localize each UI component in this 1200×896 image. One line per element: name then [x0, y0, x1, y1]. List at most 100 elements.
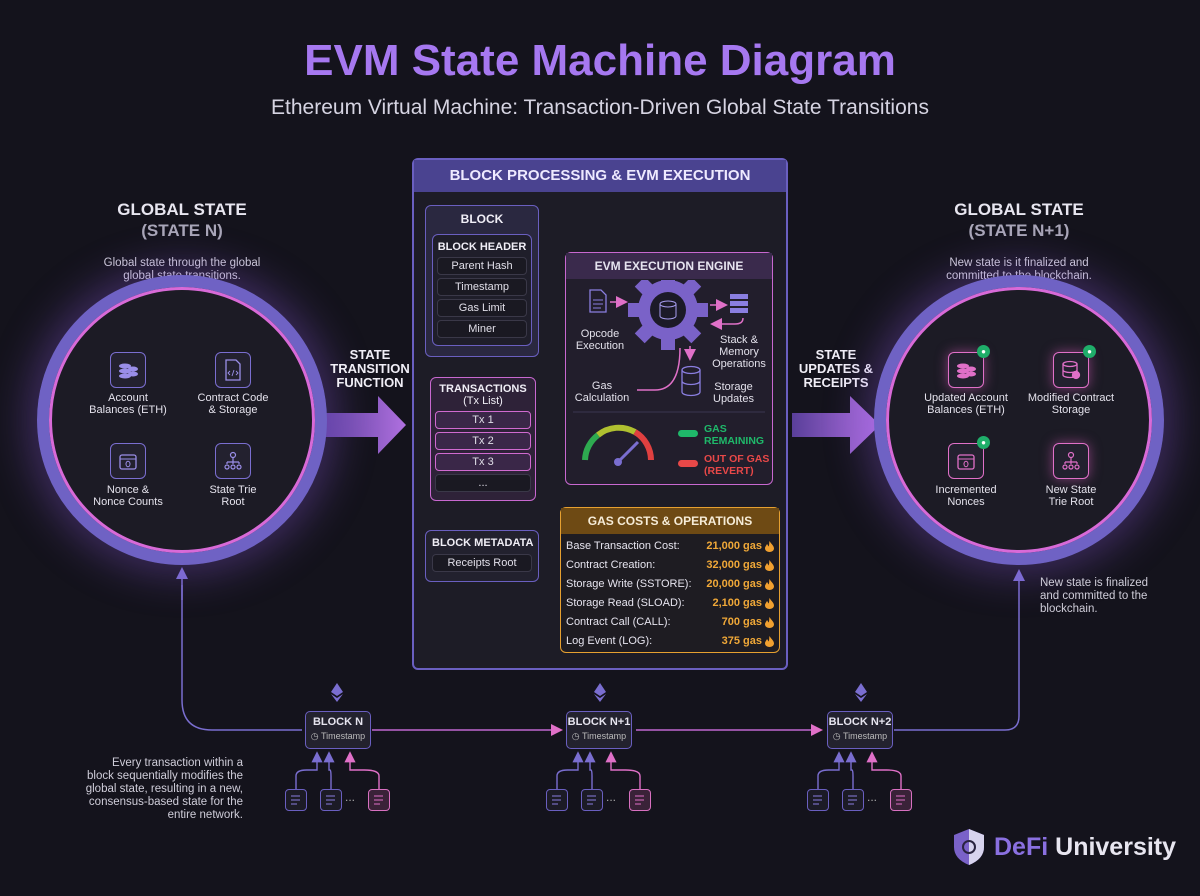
flame-icon	[765, 636, 774, 647]
block-name: BLOCK N+1	[567, 716, 631, 728]
block-timestamp: ◷ Timestamp	[310, 731, 366, 741]
gas-cost-row: Storage Write (SSTORE):20,000 gas	[561, 575, 779, 594]
block-box: BLOCK BLOCK HEADER Parent Hash Timestamp…	[425, 205, 539, 357]
tx-feed-arrow	[295, 751, 323, 789]
contract-icon	[368, 789, 390, 811]
block-timestamp: ◷ Timestamp	[571, 731, 627, 741]
block-timestamp: ◷ Timestamp	[832, 731, 888, 741]
tree-icon	[215, 443, 251, 479]
transfer-icon	[807, 789, 829, 811]
calendar-icon	[110, 443, 146, 479]
brand-name: DeFi University	[994, 833, 1177, 861]
tx-feed-arrow	[556, 751, 584, 789]
operation: Log Event (LOG):	[566, 635, 653, 647]
header-item: Parent Hash	[437, 257, 527, 275]
block-card[interactable]: BLOCK N+1 ◷ Timestamp	[566, 711, 632, 749]
lightbulb-badge-icon: ●	[977, 345, 990, 358]
operation: Base Transaction Cost:	[566, 540, 680, 552]
gas-costs-title: GAS COSTS & OPERATIONS	[561, 508, 779, 534]
block-card[interactable]: BLOCK N ◷ Timestamp	[305, 711, 371, 749]
gas-cost-row: Contract Call (CALL): 700 gas	[561, 613, 779, 632]
tx-feed-arrow	[344, 751, 380, 789]
gas-cost-row: Storage Read (SLOAD):2,100 gas	[561, 594, 779, 613]
block-card[interactable]: BLOCK N+2◷ Timestamp	[827, 711, 893, 749]
gas-cost: 375 gas	[722, 632, 774, 651]
node-label: Contract Code& Storage	[197, 392, 269, 416]
operation: Contract Call (CALL):	[566, 616, 671, 628]
document-icon	[581, 789, 603, 811]
stack-icon	[730, 294, 748, 313]
document-icon	[842, 789, 864, 811]
calendar-icon	[948, 443, 984, 479]
panel-title: BLOCK PROCESSING & EVM EXECUTION	[414, 160, 786, 192]
tx-item[interactable]: Tx 2	[435, 432, 531, 450]
operation: Contract Creation:	[566, 559, 656, 571]
flame-icon	[765, 541, 774, 552]
transfer-icon	[546, 789, 568, 811]
tx-list-label: (Tx List)	[463, 395, 503, 407]
tx-item[interactable]: Tx 3	[435, 453, 531, 471]
tx-feed-arrow	[866, 751, 902, 789]
ellipsis: ...	[606, 790, 617, 804]
transfer-icon	[285, 789, 307, 811]
gas-cost: 32,000 gas	[706, 556, 774, 575]
tx-item[interactable]: Tx 1	[435, 411, 531, 429]
engine-graphics	[573, 280, 765, 467]
right-state-heading: GLOBAL STATE(STATE N+1)	[954, 200, 1084, 240]
transactions-title: TRANSACTIONS	[439, 383, 527, 395]
page-title: EVM State Machine Diagram	[304, 36, 896, 85]
left-state-heading: GLOBAL STATE(STATE N)	[117, 200, 247, 240]
gas-cost-row: Log Event (LOG): 375 gas	[561, 632, 779, 651]
block-name: BLOCK N	[312, 716, 364, 728]
coins-icon	[110, 352, 146, 388]
contract-icon	[629, 789, 651, 811]
ellipsis: ...	[867, 790, 878, 804]
tx-item-more: ...	[435, 474, 531, 492]
eth-icon	[855, 683, 867, 702]
header-item: Miner	[437, 320, 527, 338]
gas-cost-row: Base Transaction Cost: 21,000 gas	[561, 537, 779, 556]
eth-icon	[331, 683, 343, 702]
document-icon	[320, 789, 342, 811]
ellipsis: ...	[345, 790, 356, 804]
header-item: Gas Limit	[437, 299, 527, 317]
gas-cost: 20,000 gas	[706, 575, 774, 594]
gas-cost: 21,000 gas	[706, 537, 774, 556]
block-header-box: BLOCK HEADER Parent Hash Timestamp Gas L…	[432, 234, 532, 346]
gas-costs-table: GAS COSTS & OPERATIONS Base Transaction …	[560, 507, 780, 653]
code-file-icon	[215, 352, 251, 388]
gas-cost: 700 gas	[722, 613, 774, 632]
legend-out-of-gas: OUT OF GAS(REVERT)	[704, 453, 770, 477]
tree-icon	[1053, 443, 1089, 479]
node-label: Nonce &Nonce Counts	[93, 484, 163, 508]
gear-icon	[628, 280, 708, 350]
tx-feed-arrow	[817, 751, 845, 789]
state-transition-arrow	[322, 396, 406, 454]
receipts-root: Receipts Root	[432, 554, 532, 572]
lightbulb-badge-icon: ●	[977, 436, 990, 449]
gas-cost-row: Contract Creation: 32,000 gas	[561, 556, 779, 575]
coins-icon	[948, 352, 984, 388]
page-subtitle: Ethereum Virtual Machine: Transaction-Dr…	[271, 96, 929, 119]
shield-logo-icon	[954, 829, 984, 865]
flame-icon	[765, 579, 774, 590]
clock-icon: ◷	[310, 731, 319, 741]
right-state-circle	[874, 275, 1164, 565]
clock-icon: ◷	[571, 731, 580, 741]
storage-database-icon	[681, 365, 701, 397]
gas-gauge-icon	[582, 424, 654, 466]
tx-feed-arrow	[584, 751, 596, 789]
